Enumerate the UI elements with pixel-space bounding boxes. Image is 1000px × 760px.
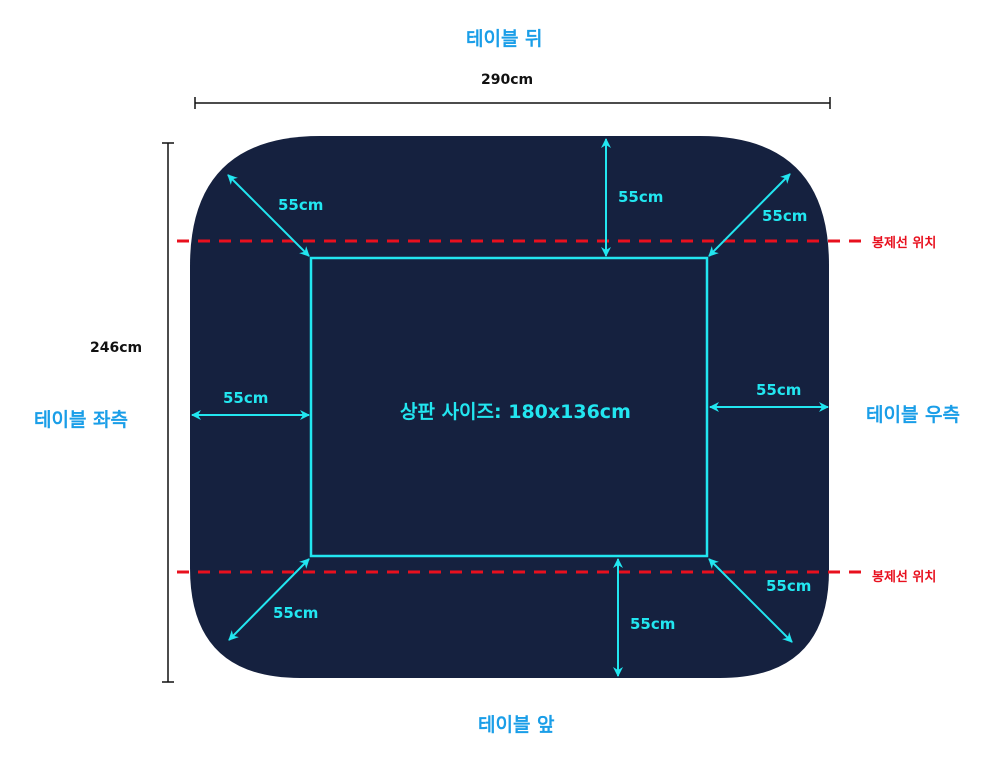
label-right: 테이블 우측 [866,404,961,426]
height-label: 246cm [90,340,143,356]
width-label: 290cm [481,72,534,88]
margin-tr: 55cm [762,207,808,225]
margin-bottom: 55cm [630,615,676,633]
margin-tl: 55cm [278,196,324,214]
seam-label-bottom: 봉제선 위치 [872,570,937,585]
margin-br: 55cm [766,577,812,595]
margin-right: 55cm [756,381,802,399]
margin-arrows [191,138,829,677]
margin-left: 55cm [223,389,269,407]
label-back: 테이블 뒤 [466,28,543,50]
seam-label-top: 봉제선 위치 [872,236,937,251]
margin-top: 55cm [618,188,664,206]
dimension-lines [162,97,831,683]
tabletop-rect [309,256,709,558]
label-left: 테이블 좌측 [34,409,129,431]
tabletop-size-label: 상판 사이즈: 180x136cm [400,401,631,423]
label-front: 테이블 앞 [478,714,555,736]
table-top-shape [190,136,829,678]
margin-bl: 55cm [273,604,319,622]
